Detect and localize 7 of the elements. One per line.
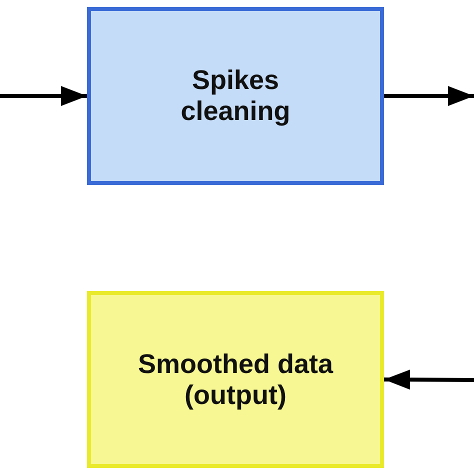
process-box	[87, 7, 384, 185]
arrow	[0, 86, 87, 106]
box-label: Spikes cleaning	[180, 65, 292, 127]
box-label: Smoothed data (output)	[136, 348, 334, 410]
arrow	[384, 370, 474, 390]
process-box	[87, 291, 384, 468]
arrow	[384, 86, 474, 106]
